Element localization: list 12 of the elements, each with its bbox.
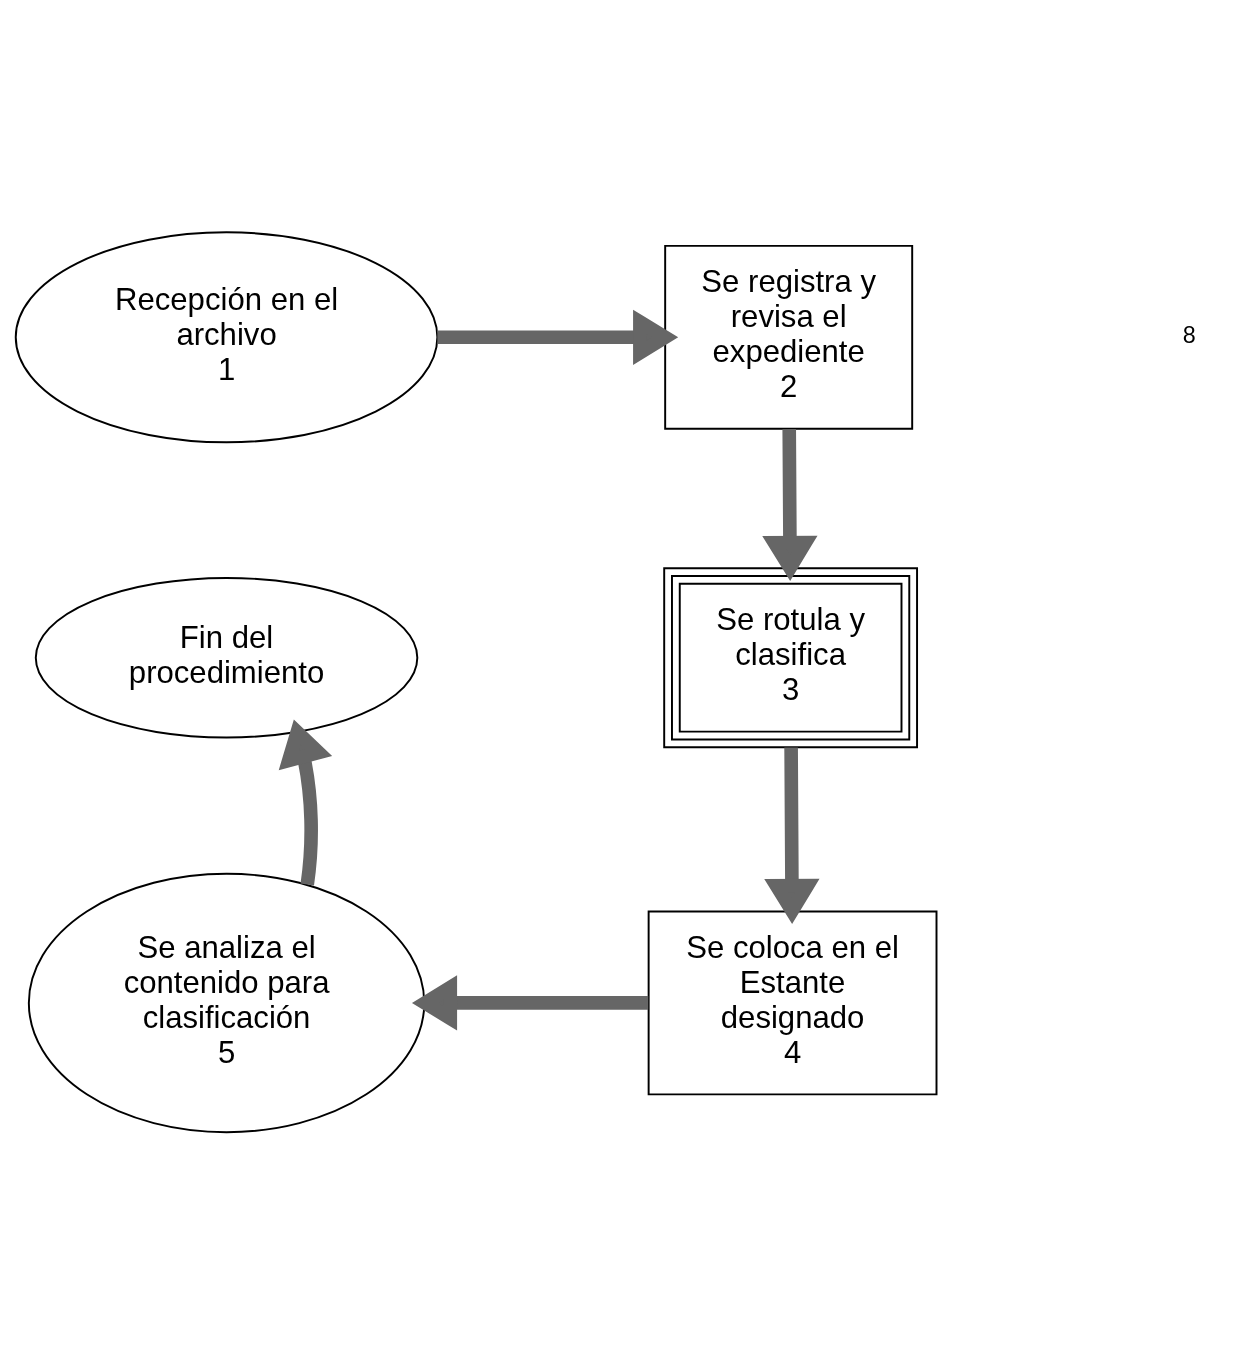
label: 8 (1182, 321, 1196, 348)
node-ellipse: Recepción en el archivo 1 (14, 230, 439, 443)
node-ellipse: Se analiza el contenido para clasificación 5 (27, 872, 426, 1133)
node-box: Se rotula y clasifica 3 (663, 566, 919, 748)
node-box: Se coloca en el Estante designado 4 (647, 910, 938, 1095)
node-ellipse: Fin del procedimiento (34, 576, 419, 738)
arrow (278, 718, 333, 885)
arrow (437, 309, 679, 365)
arrow (411, 974, 649, 1031)
arrow (762, 428, 818, 581)
node-box: Se registra y revisa el expediente 2 (664, 244, 914, 430)
arrow (764, 747, 820, 924)
